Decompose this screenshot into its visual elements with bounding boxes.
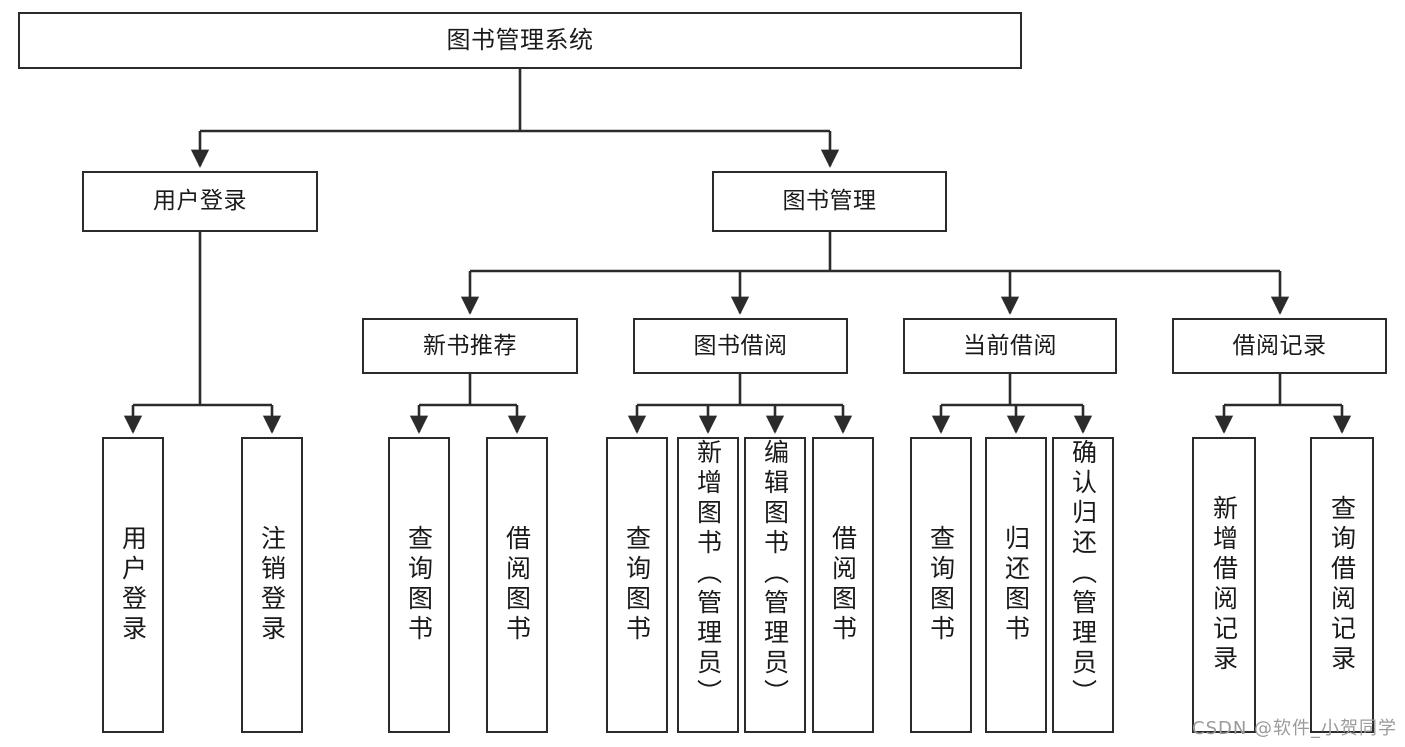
- node-book-management-label: 图书管理: [782, 188, 877, 215]
- node-user-login[interactable]: 用户登录: [82, 171, 318, 232]
- node-root[interactable]: 图书管理系统: [18, 12, 1022, 69]
- leaf-query-book-current-label: 查询图书: [926, 525, 956, 645]
- leaf-user-login[interactable]: 用户登录: [102, 437, 164, 733]
- node-user-login-label: 用户登录: [153, 188, 247, 215]
- node-root-label: 图书管理系统: [446, 25, 594, 54]
- leaf-add-borrow-record[interactable]: 新增借阅记录: [1192, 437, 1256, 733]
- leaf-return-book[interactable]: 归还图书: [985, 437, 1047, 733]
- leaf-query-book-recommend[interactable]: 查询图书: [388, 437, 450, 733]
- node-borrow-record-label: 借阅记录: [1232, 332, 1327, 359]
- csdn-watermark: CSDN @软件_小贺同学: [1192, 718, 1398, 739]
- node-current-borrow-label: 当前借阅: [963, 332, 1057, 359]
- leaf-query-book-borrow-label: 查询图书: [622, 525, 652, 645]
- leaf-confirm-return-admin-label: 确认归还（管理员）: [1068, 439, 1098, 709]
- leaf-logout[interactable]: 注销登录: [241, 437, 303, 733]
- leaf-borrow-book-recommend[interactable]: 借阅图书: [486, 437, 548, 733]
- leaf-query-borrow-record-label: 查询借阅记录: [1327, 495, 1357, 675]
- leaf-user-login-label: 用户登录: [118, 525, 148, 645]
- leaf-query-book-current[interactable]: 查询图书: [910, 437, 972, 733]
- node-new-book-recommend[interactable]: 新书推荐: [362, 318, 578, 374]
- leaf-borrow-book-label: 借阅图书: [828, 525, 858, 645]
- node-book-borrow[interactable]: 图书借阅: [633, 318, 848, 374]
- node-book-borrow-label: 图书借阅: [693, 332, 788, 359]
- leaf-query-book-recommend-label: 查询图书: [404, 525, 434, 645]
- node-borrow-record[interactable]: 借阅记录: [1172, 318, 1387, 374]
- leaf-borrow-book-recommend-label: 借阅图书: [502, 525, 532, 645]
- leaf-edit-book-admin[interactable]: 编辑图书（管理员）: [744, 437, 806, 733]
- leaf-query-book-borrow[interactable]: 查询图书: [606, 437, 668, 733]
- leaf-logout-label: 注销登录: [257, 525, 287, 645]
- leaf-query-borrow-record[interactable]: 查询借阅记录: [1310, 437, 1374, 733]
- leaf-return-book-label: 归还图书: [1001, 525, 1031, 645]
- leaf-confirm-return-admin[interactable]: 确认归还（管理员）: [1052, 437, 1114, 733]
- node-new-book-recommend-label: 新书推荐: [423, 332, 517, 359]
- node-book-management[interactable]: 图书管理: [712, 171, 947, 232]
- node-current-borrow[interactable]: 当前借阅: [903, 318, 1117, 374]
- leaf-add-book-admin-label: 新增图书（管理员）: [693, 439, 723, 709]
- leaf-add-borrow-record-label: 新增借阅记录: [1209, 495, 1239, 675]
- leaf-edit-book-admin-label: 编辑图书（管理员）: [760, 439, 790, 709]
- leaf-borrow-book[interactable]: 借阅图书: [812, 437, 874, 733]
- leaf-add-book-admin[interactable]: 新增图书（管理员）: [677, 437, 739, 733]
